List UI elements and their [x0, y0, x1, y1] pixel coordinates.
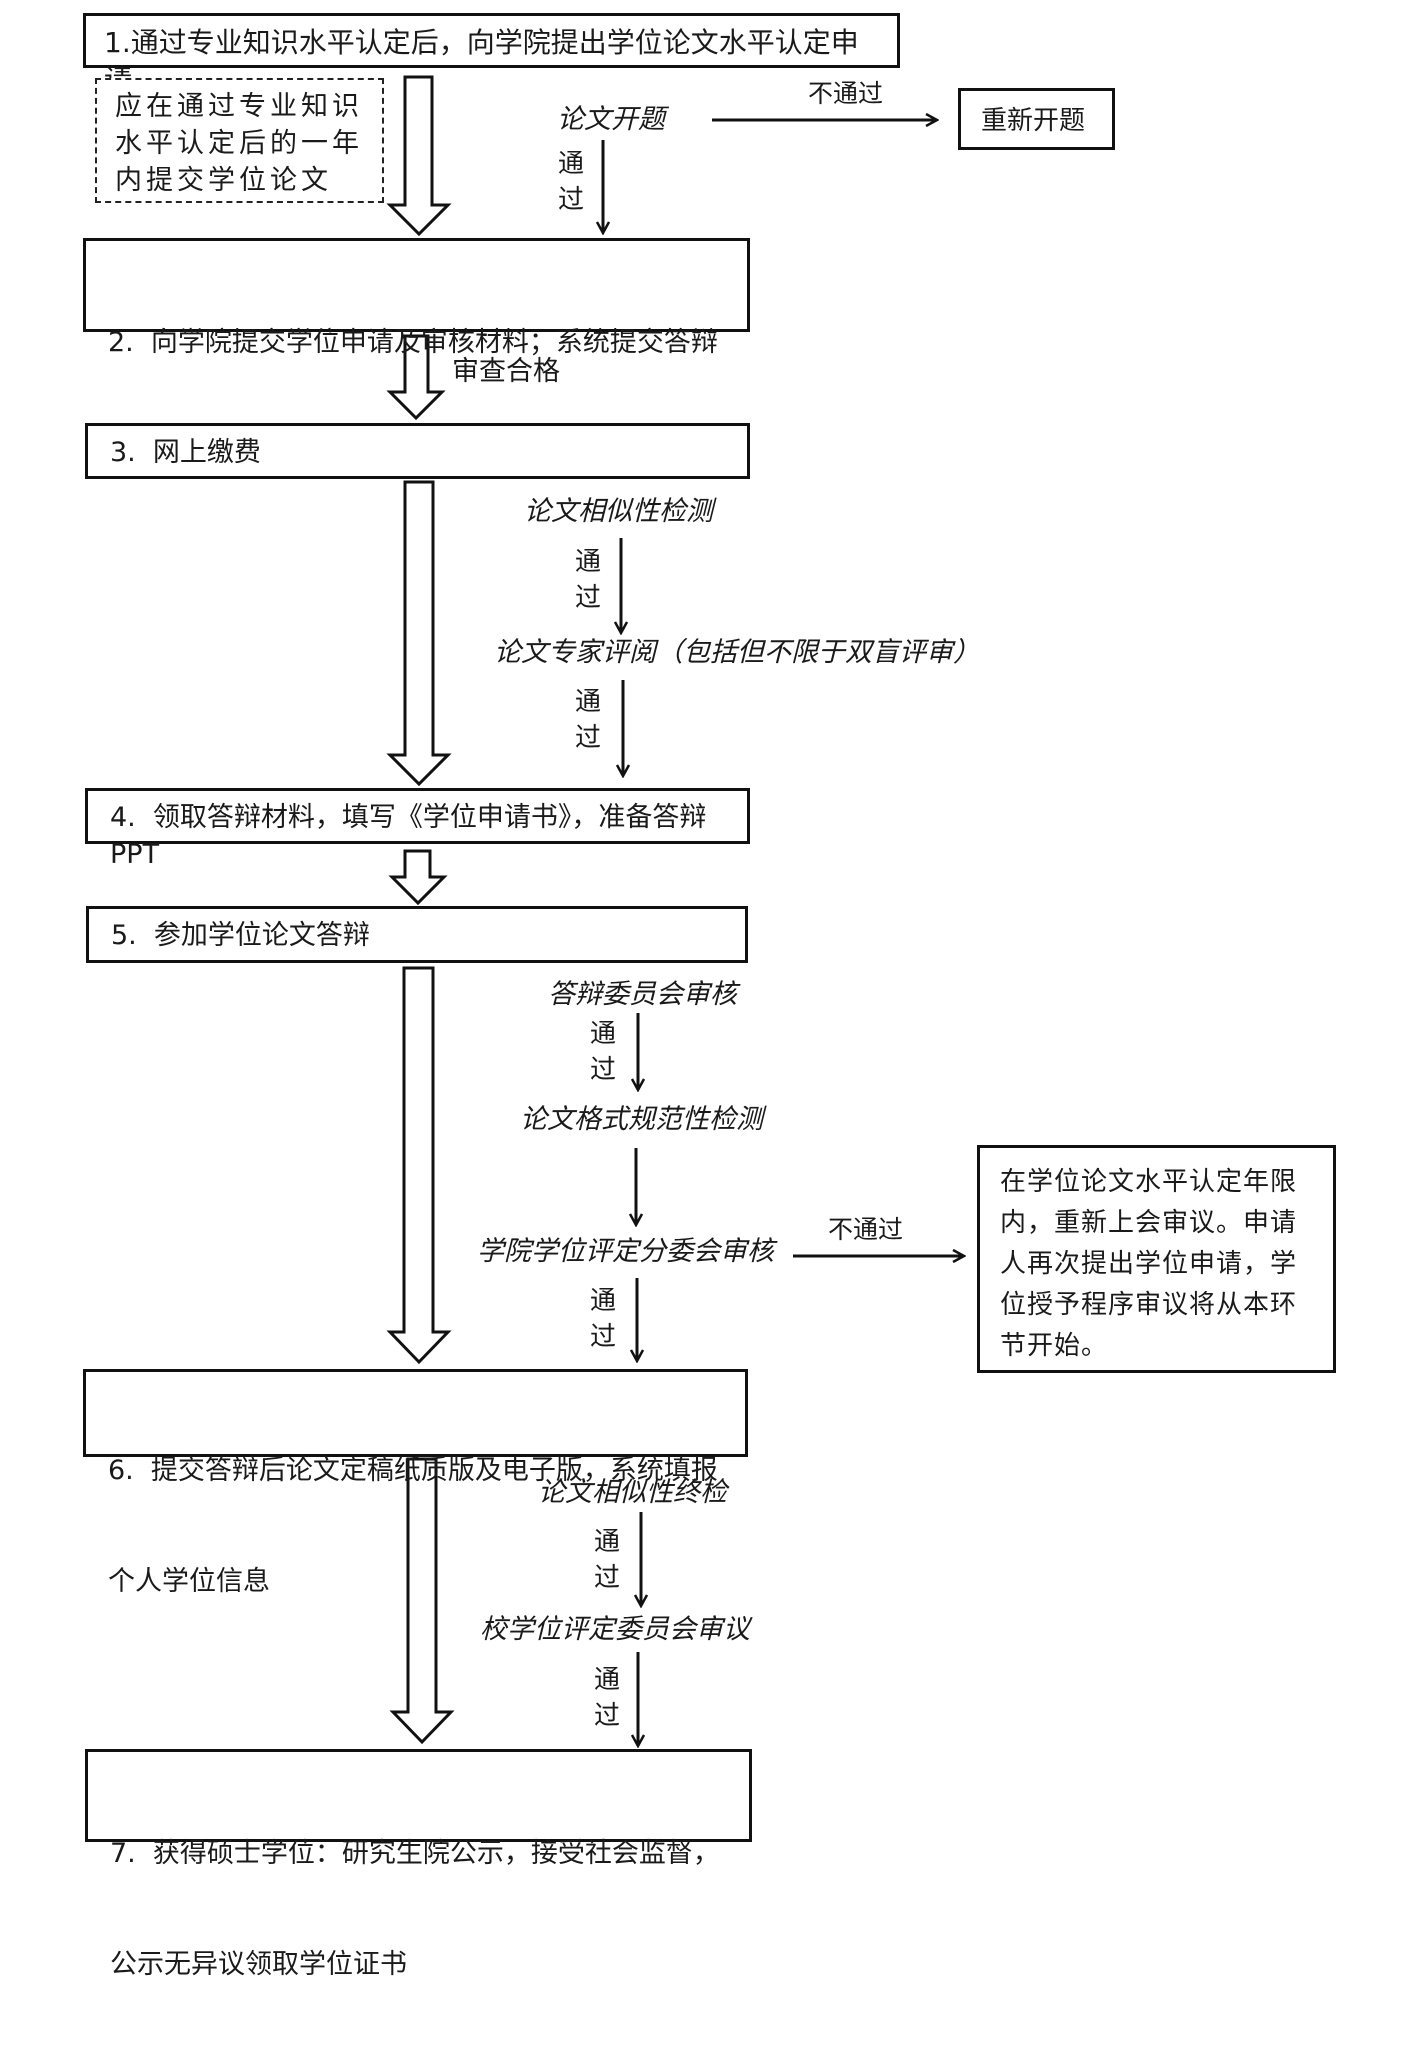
step-7-line-2: 公示无异议领取学位证书	[110, 1949, 407, 1980]
note-line-1: 应在通过专业知识	[115, 91, 363, 122]
step-6-line-1: 6. 提交答辩后论文定稿纸质版及电子版，系统填报	[108, 1455, 718, 1486]
fail-result-line-4: 位授予程序审议将从本环	[1000, 1290, 1298, 1320]
phase-b-check-3: 学院学位评定分委会审核	[477, 1236, 774, 1267]
pass-char-1: 通	[589, 1019, 616, 1049]
phase-b-fail-label: 不通过	[828, 1215, 904, 1244]
step-1-box: 1.通过专业知识水平认定后，向学院提出学位论文水平认定申请	[83, 13, 900, 96]
pass-char-1: 通	[574, 547, 601, 577]
block-arrow-1-2	[386, 75, 452, 237]
phase-b-pass-label-1: 通 过	[588, 1016, 618, 1088]
step-5-text: 5. 参加学位论文答辩	[111, 920, 370, 951]
proposal-check-label: 论文开题	[557, 104, 665, 135]
pass-char-2: 过	[589, 1322, 616, 1352]
proposal-fail-result-text: 重新开题	[981, 106, 1086, 136]
pass-char-2: 过	[557, 185, 584, 215]
pass-char-1: 通	[557, 149, 584, 179]
phase-c-pass-label-2: 通 过	[592, 1662, 622, 1734]
fail-result-line-1: 在学位论文水平认定年限	[1000, 1167, 1298, 1197]
review-passed-label: 审查合格	[452, 356, 560, 387]
note-line-2: 水平认定后的一年	[115, 128, 363, 159]
phase-a-pass-label-1: 通 过	[573, 544, 603, 616]
pass-char-2: 过	[593, 1701, 620, 1731]
pass-char-2: 过	[593, 1563, 620, 1593]
pass-char-1: 通	[589, 1286, 616, 1316]
step-7-line-1: 7. 获得硕士学位：研究生院公示，接受社会监督，	[110, 1838, 720, 1869]
proposal-pass-label: 通 过	[556, 146, 586, 218]
phase-a-pass-label-2: 通 过	[573, 684, 603, 756]
proposal-fail-label: 不通过	[808, 79, 884, 108]
step-3-text: 3. 网上缴费	[110, 437, 261, 468]
phase-a-check-1: 论文相似性检测	[524, 496, 713, 527]
pass-char-2: 过	[589, 1055, 616, 1085]
phase-b-check-2: 论文格式规范性检测	[520, 1104, 763, 1135]
proposal-fail-result-box: 重新开题	[958, 88, 1115, 150]
step-5-box: 5. 参加学位论文答辩	[86, 906, 748, 963]
pass-char-1: 通	[593, 1665, 620, 1695]
step-6-box: 6. 提交答辩后论文定稿纸质版及电子版，系统填报 个人学位信息	[83, 1369, 748, 1597]
pass-char-2: 过	[574, 723, 601, 753]
step-3-box: 3. 网上缴费	[85, 423, 750, 479]
deadline-note: 应在通过专业知识 水平认定后的一年 内提交学位论文	[95, 78, 384, 203]
step-4-text: 4. 领取答辩材料，填写《学位申请书》，准备答辩 PPT	[110, 802, 716, 870]
step-7-box: 7. 获得硕士学位：研究生院公示，接受社会监督， 公示无异议领取学位证书	[85, 1749, 752, 1980]
phase-a-check-2: 论文专家评阅（包括但不限于双盲评审）	[494, 637, 980, 668]
fail-result-line-2: 内，重新上会审议。申请	[1000, 1208, 1298, 1238]
fail-result-line-3: 人再次提出学位申请，学	[1000, 1249, 1298, 1279]
pass-char-1: 通	[593, 1527, 620, 1557]
pass-char-2: 过	[574, 583, 601, 613]
note-line-3: 内提交学位论文	[115, 165, 332, 196]
phase-c-check-1: 论文相似性终检	[538, 1477, 727, 1508]
phase-b-fail-result-box: 在学位论文水平认定年限 内，重新上会审议。申请 人再次提出学位申请，学 位授予程…	[977, 1145, 1336, 1373]
phase-c-pass-label-1: 通 过	[592, 1524, 622, 1596]
pass-char-1: 通	[574, 687, 601, 717]
step-4-box: 4. 领取答辩材料，填写《学位申请书》，准备答辩 PPT	[85, 788, 750, 870]
block-arrow-5-6	[386, 966, 452, 1365]
step-2-line-1: 2. 向学院提交学位申请及审核材料；系统提交答辩	[108, 327, 718, 358]
step-6-line-2: 个人学位信息	[108, 1566, 270, 1597]
phase-c-check-2: 校学位评定委员会审议	[480, 1614, 750, 1645]
fail-result-line-5: 节开始。	[1000, 1331, 1109, 1361]
step-2-box: 2. 向学院提交学位申请及审核材料；系统提交答辩 申请，提交论文正文、全文电子版	[83, 238, 750, 469]
phase-b-pass-label-2: 通 过	[588, 1283, 618, 1355]
phase-b-check-1: 答辩委员会审核	[548, 979, 737, 1010]
